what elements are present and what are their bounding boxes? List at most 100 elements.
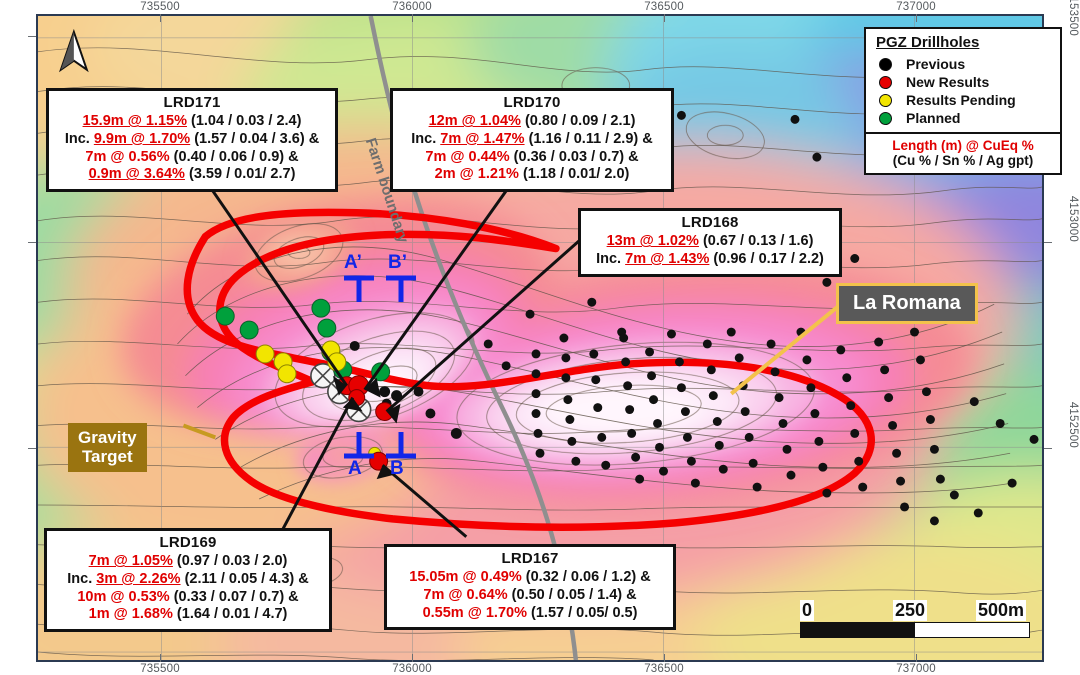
legend-title: PGZ Drillholes — [876, 34, 980, 51]
callout-row: 0.9m @ 3.64% (3.59 / 0.01/ 2.7) — [58, 166, 326, 184]
gravity-target-line1: Gravity — [78, 428, 137, 447]
callout-row-grades: (0.80 / 0.09 / 2.1) — [520, 113, 636, 130]
callout-lrd169: LRD169 7m @ 1.05% (0.97 / 0.03 / 2.0)Inc… — [44, 528, 332, 633]
callout-lrd171: LRD171 15.9m @ 1.15% (1.04 / 0.03 / 2.4)… — [46, 88, 338, 193]
legend-note: Length (m) @ CuEq % (Cu % / Sn % / Ag gp… — [866, 134, 1060, 173]
axis-top-tick-2 — [664, 14, 665, 22]
callout-row-lead: Inc. — [64, 130, 94, 147]
legend-swatch-icon — [879, 75, 892, 89]
callout-row-grades: (0.40 / 0.06 / 0.9) & — [169, 148, 299, 165]
callout-lrd167-rows: 15.05m @ 0.49% (0.32 / 0.06 / 1.2) &7m @… — [396, 569, 664, 622]
callout-lrd169-rows: 7m @ 1.05% (0.97 / 0.03 / 2.0)Inc. 3m @ … — [56, 553, 320, 624]
axis-right-label-2: 4152500 — [1067, 401, 1079, 448]
callout-row-grades: (1.57 / 0.04 / 3.6) & — [190, 130, 320, 147]
scale-bar-labels: 0 250 500m — [800, 600, 1030, 622]
callout-row-intercept: 7m @ 1.47% — [440, 130, 525, 147]
axis-top-tick-0 — [160, 14, 161, 22]
gravity-target-pointer — [182, 423, 216, 440]
axis-top-label-2: 736500 — [644, 1, 684, 13]
axis-bottom-label-1: 736000 — [392, 663, 432, 675]
scale-bar-graphic — [800, 622, 1030, 638]
callout-lrd170: LRD170 12m @ 1.04% (0.80 / 0.09 / 2.1)In… — [390, 88, 674, 193]
legend-note-line2: (Cu % / Sn % / Ag gpt) — [892, 153, 1034, 168]
callout-row-grades: (1.18 / 0.01/ 2.0) — [518, 166, 630, 183]
axis-bottom-label-3: 737000 — [896, 663, 936, 675]
callout-row-grades: (0.67 / 0.13 / 1.6) — [698, 233, 814, 250]
callout-row-grades: (1.16 / 0.11 / 2.9) & — [524, 130, 653, 147]
callout-row: 7m @ 1.05% (0.97 / 0.03 / 2.0) — [56, 553, 320, 571]
scale-bar-segment-dark — [801, 623, 915, 637]
legend-swatch-icon — [879, 111, 892, 125]
callout-lrd167: LRD167 15.05m @ 0.49% (0.32 / 0.06 / 1.2… — [384, 544, 676, 631]
scale-label-1: 250 — [893, 600, 928, 621]
scale-label-2: 500m — [976, 600, 1027, 621]
legend-item-previous: Previous — [866, 55, 1060, 73]
legend-item-planned: Planned — [866, 109, 1060, 127]
callout-row: 10m @ 0.53% (0.33 / 0.07 / 0.7) & — [56, 589, 320, 607]
callout-row-intercept: 13m @ 1.02% — [606, 233, 699, 250]
callout-lrd168-rows: 13m @ 1.02% (0.67 / 0.13 / 1.6)Inc. 7m @… — [590, 233, 830, 268]
callout-row: 2m @ 1.21% (1.18 / 0.01/ 2.0) — [402, 166, 662, 184]
callout-row-grades: (2.11 / 0.05 / 4.3) & — [180, 570, 309, 587]
section-marker-a-prime-icon — [344, 275, 374, 302]
callout-row-intercept: 2m @ 1.21% — [434, 166, 519, 183]
callout-row: Inc. 3m @ 2.26% (2.11 / 0.05 / 4.3) & — [56, 571, 320, 589]
axis-right-label-0: 4153500 — [1067, 0, 1079, 36]
callout-lrd169-header: LRD169 — [159, 534, 217, 551]
gravity-target-line2: Target — [81, 447, 133, 467]
legend-item-label: Planned — [906, 110, 961, 126]
callout-row-grades: (0.96 / 0.17 / 2.2) — [709, 250, 824, 267]
callout-row-grades: (0.33 / 0.07 / 0.7) & — [169, 588, 299, 605]
north-arrow — [58, 28, 89, 73]
previous-drillhole-collars — [349, 110, 1039, 526]
callout-row: 7m @ 0.56% (0.40 / 0.06 / 0.9) & — [58, 149, 326, 167]
callout-row-intercept: 0.55m @ 1.70% — [422, 604, 527, 621]
callout-lrd167-header: LRD167 — [501, 550, 559, 567]
callout-lrd170-rows: 12m @ 1.04% (0.80 / 0.09 / 2.1)Inc. 7m @… — [402, 113, 662, 184]
callout-row-grades: (0.97 / 0.03 / 2.0) — [172, 553, 288, 570]
axis-left-label-2: 4152500 — [0, 414, 1, 460]
legend-item-label: New Results — [906, 74, 990, 90]
callout-row-intercept: 1m @ 1.68% — [88, 606, 173, 623]
callout-row-intercept: 15.9m @ 1.15% — [82, 113, 187, 130]
callout-lrd170-header: LRD170 — [503, 94, 561, 111]
callout-row: Inc. 7m @ 1.43% (0.96 / 0.17 / 2.2) — [590, 251, 830, 269]
callout-row: 12m @ 1.04% (0.80 / 0.09 / 2.1) — [402, 113, 662, 131]
callout-row-intercept: 7m @ 0.56% — [85, 148, 170, 165]
callout-row-grades: (0.36 / 0.03 / 0.7) & — [509, 148, 639, 165]
callout-row-grades: (3.59 / 0.01/ 2.7) — [184, 166, 296, 183]
callout-row-intercept: 7m @ 1.43% — [625, 250, 710, 267]
scale-label-0: 0 — [800, 600, 815, 621]
callout-row-grades: (1.57 / 0.05/ 0.5) — [527, 604, 638, 621]
callout-row-intercept: 15.05m @ 0.49% — [409, 569, 522, 586]
axis-bottom-tick-1 — [412, 654, 413, 662]
callout-row: 7m @ 0.64% (0.50 / 0.05 / 1.4) & — [396, 587, 664, 605]
axis-bottom-tick-0 — [160, 654, 161, 662]
legend-item-label: Results Pending — [906, 92, 1016, 108]
legend-item-results-pending: Results Pending — [866, 91, 1060, 109]
callout-row-lead: Inc. — [67, 570, 97, 587]
gravity-target-label: Gravity Target — [68, 423, 147, 473]
section-marker-a-prime-label: A’ — [344, 252, 362, 273]
callout-lrd168: LRD168 13m @ 1.02% (0.67 / 0.13 / 1.6)In… — [578, 208, 842, 277]
callout-row-intercept: 10m @ 0.53% — [77, 588, 170, 605]
callout-lrd171-rows: 15.9m @ 1.15% (1.04 / 0.03 / 2.4)Inc. 9.… — [58, 113, 326, 184]
legend-item-new-results: New Results — [866, 73, 1060, 91]
legend-note-line1: Length (m) @ CuEq % — [892, 138, 1034, 153]
callout-row-lead: Inc. — [411, 130, 441, 147]
legend-item-label: Previous — [906, 56, 966, 72]
axis-top-tick-3 — [916, 14, 917, 22]
callout-lrd171-header: LRD171 — [163, 94, 221, 111]
callout-row-grades: (0.50 / 0.05 / 1.4) & — [507, 586, 637, 603]
scale-bar: 0 250 500m — [800, 600, 1030, 638]
axis-right-label-1: 4153000 — [1067, 195, 1079, 242]
callout-row: 15.9m @ 1.15% (1.04 / 0.03 / 2.4) — [58, 113, 326, 131]
la-romana-pointer — [729, 302, 843, 396]
callout-row: 13m @ 1.02% (0.67 / 0.13 / 1.6) — [590, 233, 830, 251]
la-romana-label: La Romana — [836, 283, 978, 325]
section-marker-b-prime-label: B’ — [388, 252, 407, 273]
callout-row-grades: (1.64 / 0.01 / 4.7) — [172, 606, 288, 623]
scale-bar-segment-light — [915, 623, 1029, 637]
